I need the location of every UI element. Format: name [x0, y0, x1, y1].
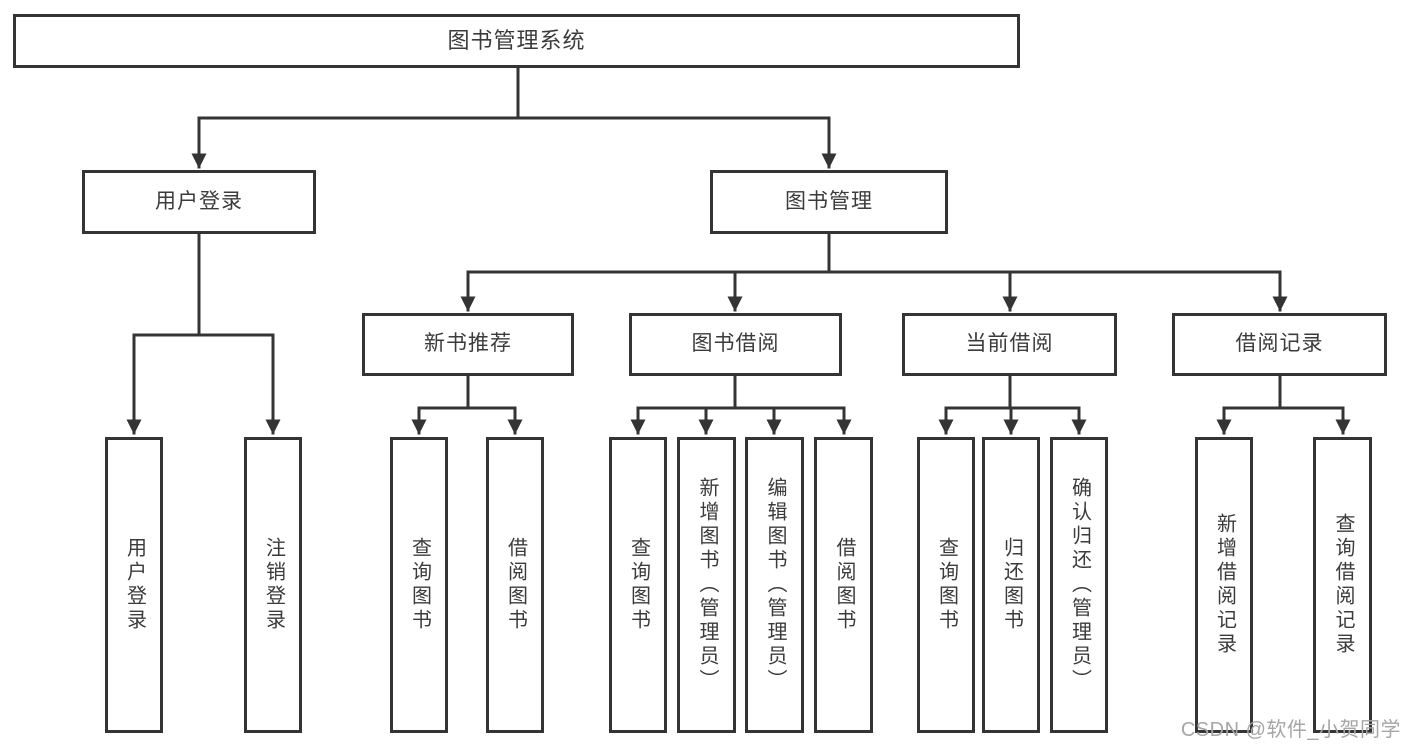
leaf-add-book-admin: 新增图书（管理员）	[677, 437, 736, 733]
leaf-query-books-recommend: 查询图书	[390, 437, 448, 733]
leaf-edit-book-admin: 编辑图书（管理员）	[745, 437, 804, 733]
node-user-login: 用户登录	[82, 170, 316, 234]
leaf-return-book: 归还图书	[982, 437, 1040, 733]
leaf-user-login: 用户登录	[105, 437, 163, 733]
node-book-management: 图书管理	[710, 170, 948, 234]
leaf-confirm-return-admin: 确认归还（管理员）	[1050, 437, 1108, 733]
leaf-borrow-books: 借阅图书	[814, 437, 873, 733]
node-root-system: 图书管理系统	[13, 14, 1020, 68]
leaf-query-books-borrow: 查询图书	[609, 437, 667, 733]
leaf-add-borrow-record: 新增借阅记录	[1195, 437, 1253, 733]
leaf-query-borrow-record: 查询借阅记录	[1313, 437, 1372, 733]
node-current-borrow: 当前借阅	[902, 313, 1117, 376]
leaf-query-books-current: 查询图书	[917, 437, 975, 733]
leaf-borrow-books-recommend: 借阅图书	[486, 437, 544, 733]
node-borrow-records: 借阅记录	[1172, 313, 1387, 376]
node-book-borrow: 图书借阅	[629, 313, 842, 376]
node-new-book-recommend: 新书推荐	[362, 313, 574, 376]
csdn-watermark: CSDN @软件_小贺同学	[1180, 719, 1401, 741]
leaf-logout: 注销登录	[244, 437, 302, 733]
